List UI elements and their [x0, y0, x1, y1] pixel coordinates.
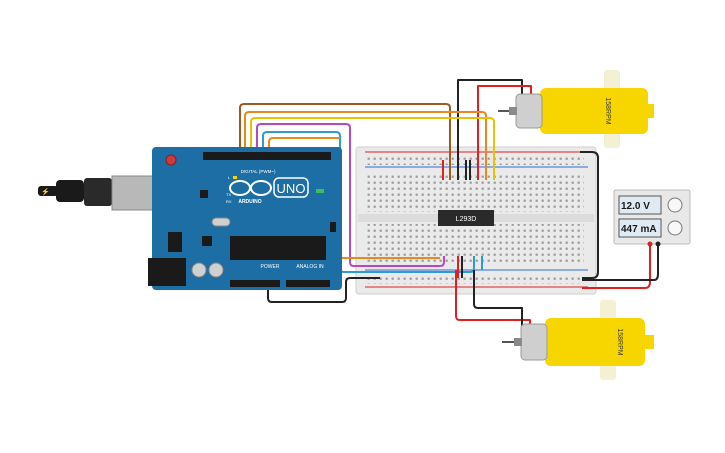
analog-label: ANALOG IN [296, 264, 324, 270]
svg-text:⚡: ⚡ [41, 187, 50, 196]
svg-text:ARDUINO: ARDUINO [238, 199, 261, 205]
model-label: UNO [277, 181, 306, 196]
reset-button[interactable] [165, 154, 177, 166]
svg-text:L: L [228, 175, 231, 180]
power-label: POWER [261, 264, 280, 270]
chip-label: L293D [456, 216, 477, 223]
voltage-display [618, 195, 662, 215]
svg-text:TX: TX [226, 192, 231, 197]
voltage-readout: 12.0 V [621, 201, 650, 212]
current-knob[interactable] [667, 220, 683, 236]
current-readout: 447 mA [621, 224, 657, 235]
arduino-logo: ARDUINO UNO [229, 177, 309, 205]
motor-rpm-label: 158RPM [616, 328, 623, 355]
dc-motor-bottom[interactable]: 158RPM [502, 300, 654, 380]
svg-text:RX: RX [226, 199, 232, 204]
power-jack [148, 258, 186, 286]
digital-label: DIGITAL (PWM~) [241, 169, 276, 174]
current-display [618, 218, 662, 238]
usb-cable: ⚡ [38, 175, 165, 211]
dc-motor-top[interactable]: 158RPM [498, 70, 654, 148]
wires-top[interactable] [239, 79, 599, 279]
arduino-uno-board[interactable]: ⚡ DIGITAL (PWM~) ARDUINO UNO L TX RX [38, 147, 342, 290]
power-supply[interactable]: 12.0 V 447 mA [613, 189, 691, 247]
motor-rpm-label: 158RPM [604, 97, 611, 124]
l293d-chip[interactable]: L293D [438, 210, 494, 226]
atmega-chip [230, 236, 326, 260]
voltage-knob[interactable] [667, 197, 683, 213]
